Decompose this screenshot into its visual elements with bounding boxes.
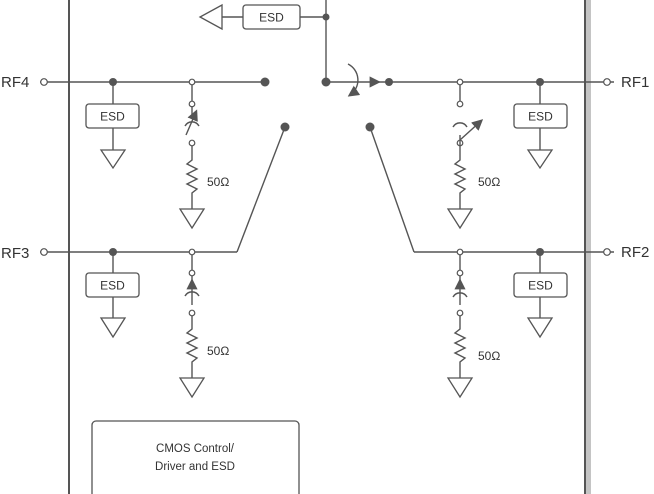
ground-icon: [99, 149, 127, 170]
resistor-icon: [185, 146, 199, 209]
esd-label-rf1: ESD: [528, 110, 553, 124]
port-label-rf1: RF1: [621, 74, 649, 91]
port-label-rf3: RF3: [1, 245, 29, 262]
esd-label-top: ESD: [259, 11, 284, 25]
cmos-label-line2: Driver and ESD: [155, 461, 235, 473]
package-outline: [68, 0, 586, 494]
res-label-rf2: 50Ω: [478, 349, 500, 363]
rf1-branch: ESD 50Ω: [378, 78, 614, 230]
res-label-rf1: 50Ω: [478, 175, 500, 189]
buffer-icon: [198, 3, 223, 31]
res-label-rf3: 50Ω: [207, 344, 229, 358]
rf2-branch: ESD 50Ω: [365, 122, 614, 399]
rf3-branch: ESD 50Ω: [40, 122, 290, 399]
port-label-rf4: RF4: [1, 74, 29, 91]
cmos-control-block: [91, 420, 300, 494]
esd-label-rf2: ESD: [528, 279, 553, 293]
rf4-branch: ESD 50Ω: [40, 77, 270, 230]
esd-label-rf3: ESD: [100, 279, 125, 293]
cmos-label-line1: CMOS Control/: [156, 443, 235, 455]
port-label-rf2: RF2: [621, 244, 649, 261]
esd-label-rf4: ESD: [100, 110, 125, 124]
top-input-path: ESD: [198, 0, 381, 97]
switch-arrow-icon: [347, 63, 361, 97]
res-label-rf4: 50Ω: [207, 175, 229, 189]
esd-box-top: [242, 4, 301, 30]
